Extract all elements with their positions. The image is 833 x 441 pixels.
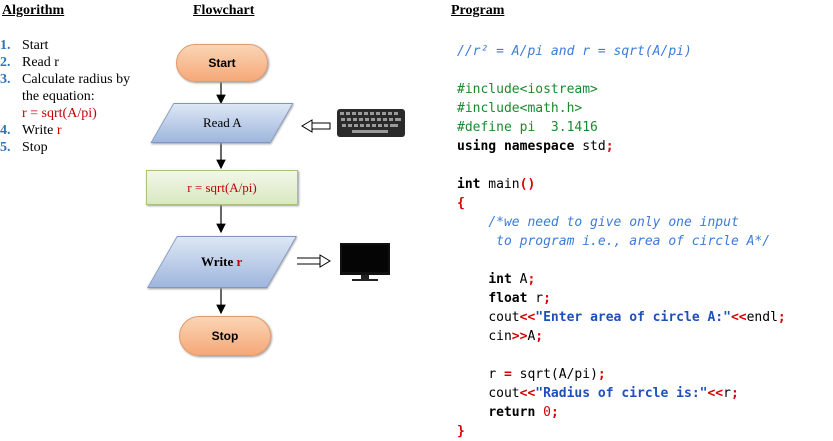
algorithm-step: 1.Start <box>0 38 49 53</box>
flowchart-start-terminal: Start <box>176 44 268 82</box>
algorithm-steps: 1.Start 2.Read r 3.Calculate radius by t… <box>0 37 130 156</box>
algorithm-step: 5.Stop <box>0 140 48 155</box>
keyboard-icon <box>337 109 405 137</box>
keyboard-input-arrow <box>301 119 331 133</box>
code-block-header: #include<iostream> #include<math.h> #def… <box>457 82 614 154</box>
algorithm-step: the equation: <box>22 89 95 104</box>
monitor-output-arrow <box>297 254 331 268</box>
monitor-icon <box>340 243 390 281</box>
flowchart-read-input: Read A <box>150 103 294 143</box>
algorithm-step: 3.Calculate radius by <box>0 72 131 87</box>
program-header: Program <box>451 3 505 18</box>
algorithm-step: 4.Write r <box>0 123 62 138</box>
algorithm-step: 2.Read r <box>0 55 59 70</box>
algorithm-header: Algorithm <box>2 3 65 18</box>
flowchart-header: Flowchart <box>193 3 255 18</box>
flowchart-stop-terminal: Stop <box>179 316 271 356</box>
code-include-math: #include<math.h> <box>457 101 583 116</box>
code-block-main: int main() { /*we need to give only one … <box>457 177 786 439</box>
flowchart-process: r = sqrt(A/pi) <box>146 170 298 205</box>
code-include-iostream: #include<iostream> <box>457 82 598 97</box>
code-comment-formula: //r² = A/pi and r = sqrt(A/pi) <box>457 44 692 59</box>
code-define-pi: #define pi 3.1416 <box>457 120 598 135</box>
algorithm-step: r = sqrt(A/pi) <box>22 106 97 121</box>
